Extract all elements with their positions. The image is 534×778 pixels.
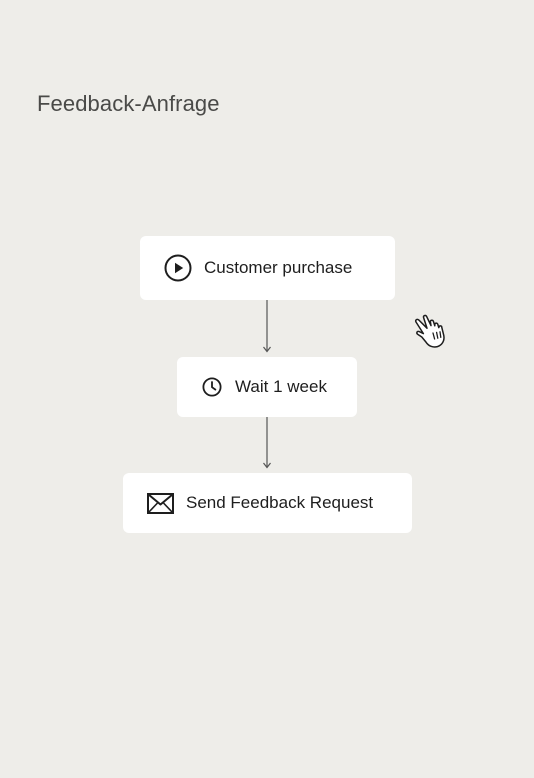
flow-connector-arrow: [261, 417, 273, 469]
flow-node-label: Customer purchase: [204, 258, 353, 277]
flow-node-send-feedback-request[interactable]: Send Feedback Request: [123, 473, 412, 533]
flow-node-label: Send Feedback Request: [186, 493, 374, 512]
flow-connector-arrow: [261, 300, 273, 353]
play-circle-icon: [164, 254, 192, 282]
clock-icon: [202, 377, 222, 397]
page-title: Feedback-Anfrage: [37, 91, 220, 116]
flow-node-customer-purchase[interactable]: Customer purchase: [140, 236, 395, 300]
flow-node-wait-1-week[interactable]: Wait 1 week: [177, 357, 357, 417]
hand-pointer-icon: [412, 313, 452, 351]
flow-node-label: Wait 1 week: [235, 377, 327, 396]
mail-icon: [147, 492, 174, 514]
